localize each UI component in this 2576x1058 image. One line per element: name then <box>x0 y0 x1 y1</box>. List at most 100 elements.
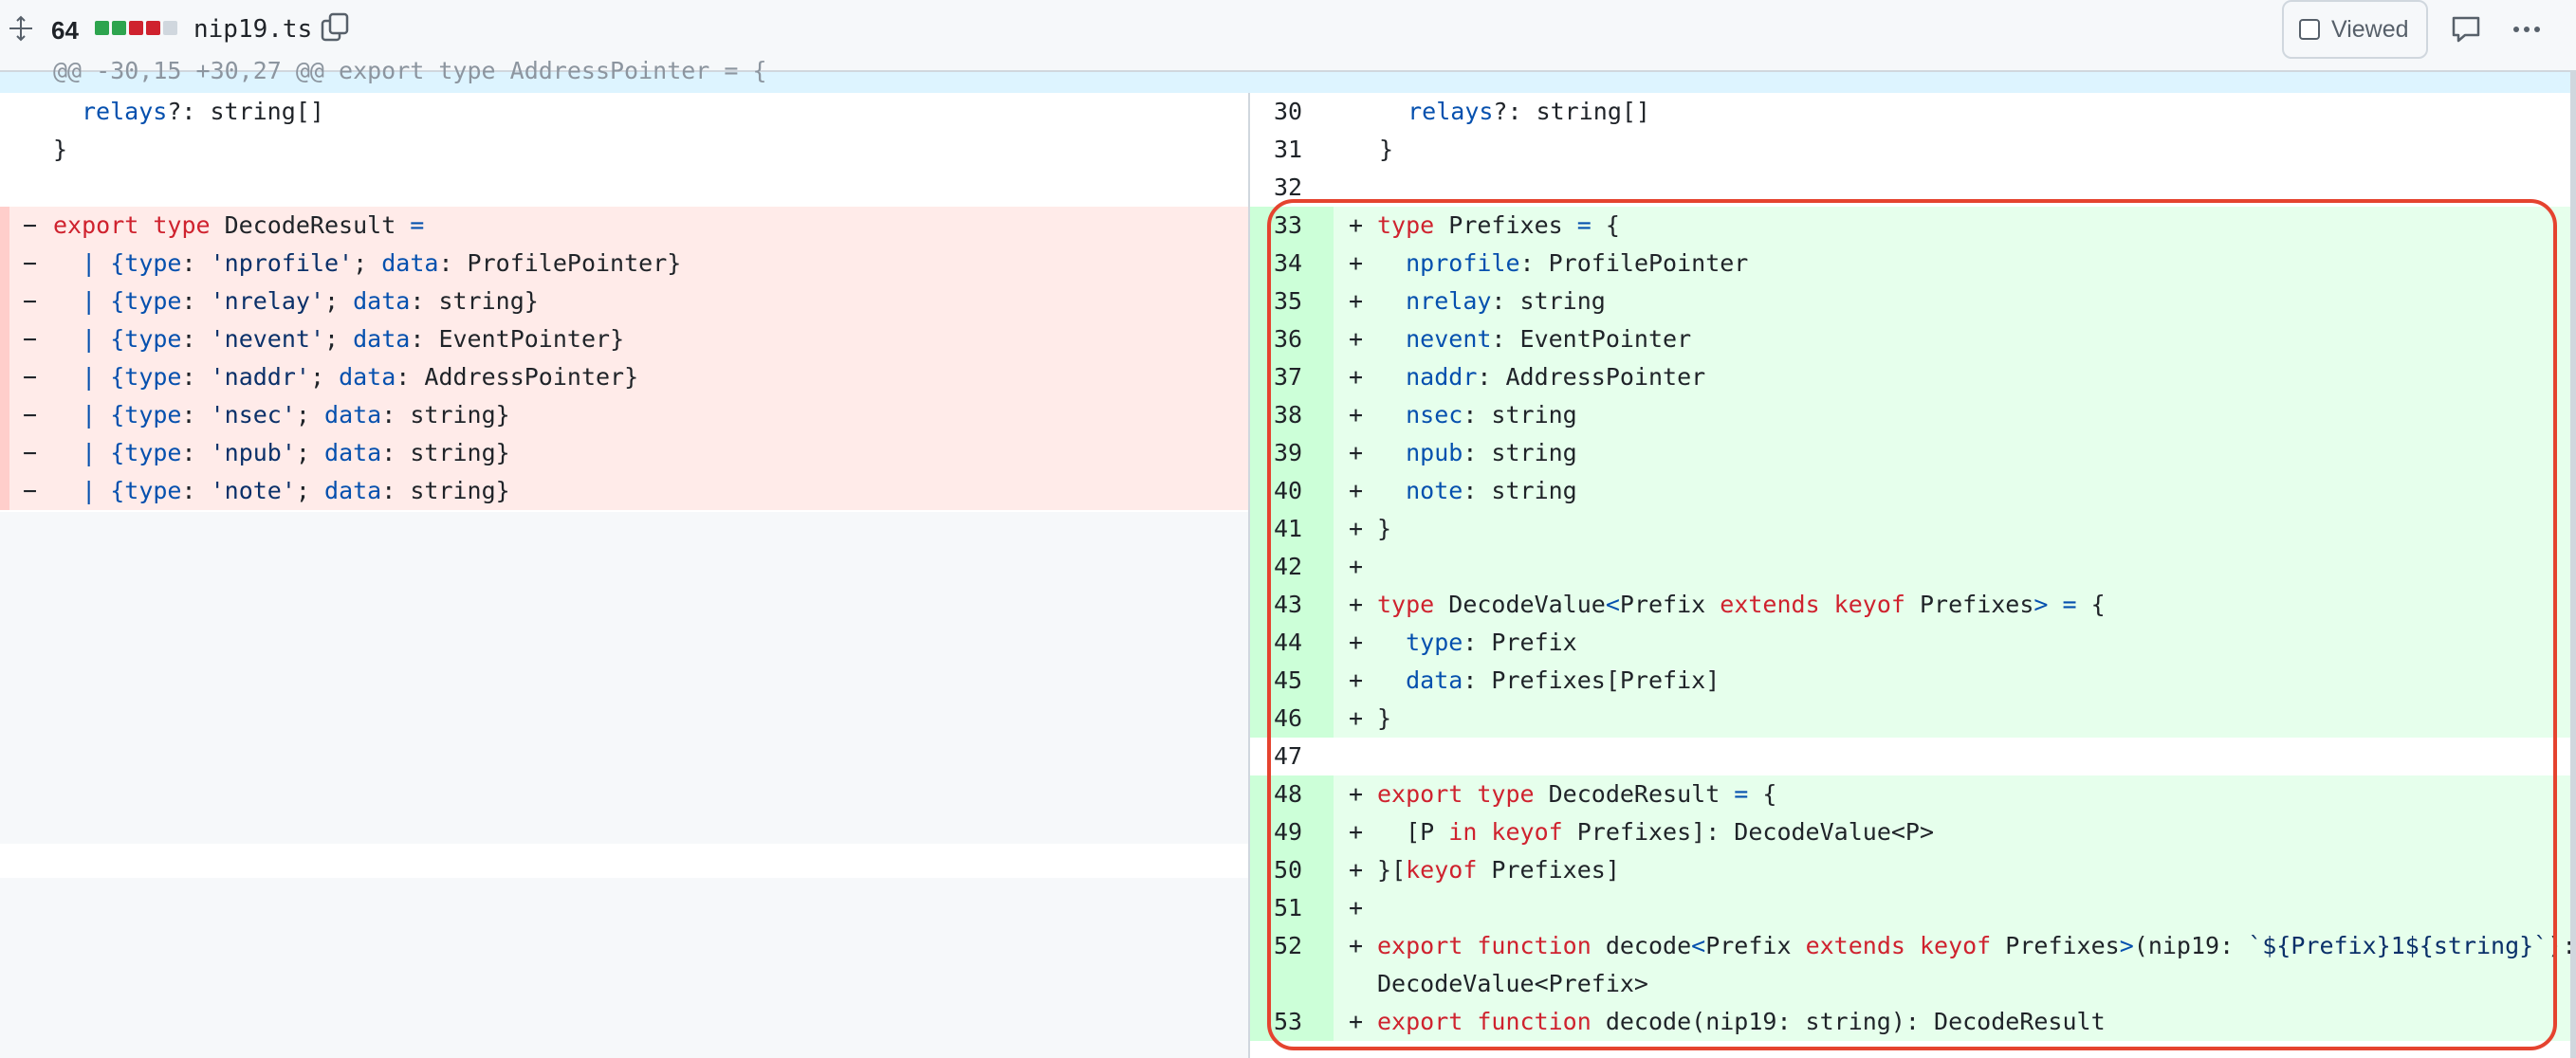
code-token: Prefixes <box>1991 932 2120 959</box>
diff-stat-count: 64 <box>51 16 79 45</box>
copy-icon[interactable] <box>319 11 351 44</box>
code-token: keyof <box>1406 856 1478 884</box>
viewed-button[interactable]: Viewed <box>2282 0 2428 59</box>
deleted-line: − export type DecodeResult = <box>0 207 1248 245</box>
code-token: : string <box>1463 439 1577 466</box>
deleted-line: − | {type: 'nrelay'; data: string} <box>0 283 1248 320</box>
code-token: export type <box>53 211 211 239</box>
code-token: decode <box>1591 932 1692 959</box>
code-token: type <box>1377 211 1435 239</box>
line-number[interactable]: 49 <box>1273 818 1303 846</box>
code-token: extends keyof <box>1720 591 1905 618</box>
left-empty-row <box>0 169 1248 207</box>
line-number[interactable]: 51 <box>1273 894 1303 921</box>
code-token: nprofile <box>1406 249 1520 277</box>
line-number[interactable]: 43 <box>1273 591 1303 618</box>
comment-icon[interactable] <box>2449 13 2483 46</box>
line-number[interactable]: 37 <box>1273 363 1303 391</box>
added-line: 48+export type DecodeResult = { <box>1250 775 2576 813</box>
code-token: [P <box>1377 818 1449 846</box>
code-token: Prefixes]: DecodeValue<P> <box>1562 818 1935 846</box>
code-token: : string <box>1463 477 1577 504</box>
code-token: extends keyof <box>1805 932 1992 959</box>
line-number[interactable]: 31 <box>1273 136 1303 163</box>
code-token: : string <box>1463 401 1577 429</box>
line-number[interactable]: 41 <box>1273 515 1303 542</box>
line-number[interactable]: 35 <box>1273 287 1303 315</box>
line-number[interactable]: 48 <box>1273 780 1303 808</box>
code-token: (nip19: <box>2133 932 2249 959</box>
left-context-row: relays?: string[] <box>0 93 1248 131</box>
line-number[interactable]: 53 <box>1273 1008 1303 1035</box>
code-token: ProfilePointer} <box>467 249 682 277</box>
code-token: decode(nip19: string): DecodeResult <box>1591 1008 2106 1035</box>
code-token: type <box>124 249 182 277</box>
added-line: 51+ <box>1250 889 2576 927</box>
pane-divider[interactable] <box>1248 93 1250 1058</box>
code-token <box>1377 439 1406 466</box>
code-token: data <box>1406 666 1463 694</box>
code-token: naddr <box>1406 363 1478 391</box>
added-line: 42+ <box>1250 548 2576 586</box>
code-token: | { <box>53 363 125 391</box>
code-token: Prefix <box>1619 591 1720 618</box>
code-token: AddressPointer} <box>424 363 639 391</box>
line-number[interactable]: 32 <box>1273 173 1303 201</box>
line-number[interactable]: 33 <box>1273 211 1303 239</box>
file-name[interactable]: nip19.ts <box>193 15 313 44</box>
kebab-menu-icon[interactable] <box>2510 13 2544 46</box>
line-number[interactable]: 45 <box>1273 666 1303 694</box>
left-empty-filler <box>0 512 1248 844</box>
deleted-line: − | {type: 'naddr'; data: AddressPointer… <box>0 358 1248 396</box>
line-number[interactable]: 42 <box>1273 553 1303 580</box>
line-number[interactable]: 40 <box>1273 477 1303 504</box>
code-token: nrelay <box>1406 287 1492 315</box>
line-number[interactable]: 46 <box>1273 704 1303 732</box>
added-line: 46+} <box>1250 700 2576 738</box>
deleted-line: − | {type: 'npub'; data: string} <box>0 434 1248 472</box>
code-token: } <box>1379 136 1394 163</box>
line-number[interactable]: 52 <box>1273 932 1303 959</box>
line-number[interactable]: 30 <box>1273 98 1303 125</box>
line-number[interactable]: 34 <box>1273 249 1303 277</box>
code-token: 'naddr' <box>210 363 310 391</box>
right-context-line: 32 <box>1250 169 2576 207</box>
code-token: = <box>1576 211 1592 239</box>
added-line: 44+ type: Prefix <box>1250 624 2576 662</box>
line-number[interactable]: 39 <box>1273 439 1303 466</box>
code-token: type <box>124 477 182 504</box>
diff-stat-block <box>112 21 126 35</box>
code-token: = <box>396 211 425 239</box>
line-number[interactable]: 50 <box>1273 856 1303 884</box>
code-token: DecodeResult <box>210 211 396 239</box>
line-number[interactable]: 47 <box>1273 742 1303 770</box>
code-token: data <box>353 325 411 353</box>
code-token: : AddressPointer <box>1477 363 1706 391</box>
left-context-blank <box>0 844 1248 878</box>
code-token: ?: string[] <box>167 98 324 125</box>
right-context-line: 31} <box>1250 131 2576 169</box>
code-token: | { <box>53 439 125 466</box>
viewed-checkbox[interactable] <box>2299 19 2320 40</box>
right-context-line: 47 <box>1250 738 2576 775</box>
code-token: { <box>1748 780 1777 808</box>
code-token: = <box>2062 591 2077 618</box>
added-line: 52+export function decode<Prefix extends… <box>1250 927 2576 965</box>
scrollbar-track[interactable] <box>2570 70 2576 1058</box>
deleted-line: − | {type: 'note'; data: string} <box>0 472 1248 510</box>
drag-handle-icon[interactable] <box>6 13 36 44</box>
code-token: 'npub' <box>210 439 296 466</box>
code-token: export function <box>1377 1008 1592 1035</box>
code-token: nevent <box>1406 325 1492 353</box>
code-token: > <box>2033 591 2049 618</box>
code-token: EventPointer} <box>438 325 625 353</box>
line-number[interactable]: 36 <box>1273 325 1303 353</box>
code-token: `${Prefix}1${string}` <box>2248 932 2548 959</box>
added-line: 39+ npub: string <box>1250 434 2576 472</box>
line-number[interactable]: 44 <box>1273 629 1303 656</box>
diff-stat-block <box>129 21 143 35</box>
line-number[interactable]: 38 <box>1273 401 1303 429</box>
diff-stat-block <box>163 21 177 35</box>
code-token: export function <box>1377 932 1592 959</box>
code-token: data <box>381 249 439 277</box>
